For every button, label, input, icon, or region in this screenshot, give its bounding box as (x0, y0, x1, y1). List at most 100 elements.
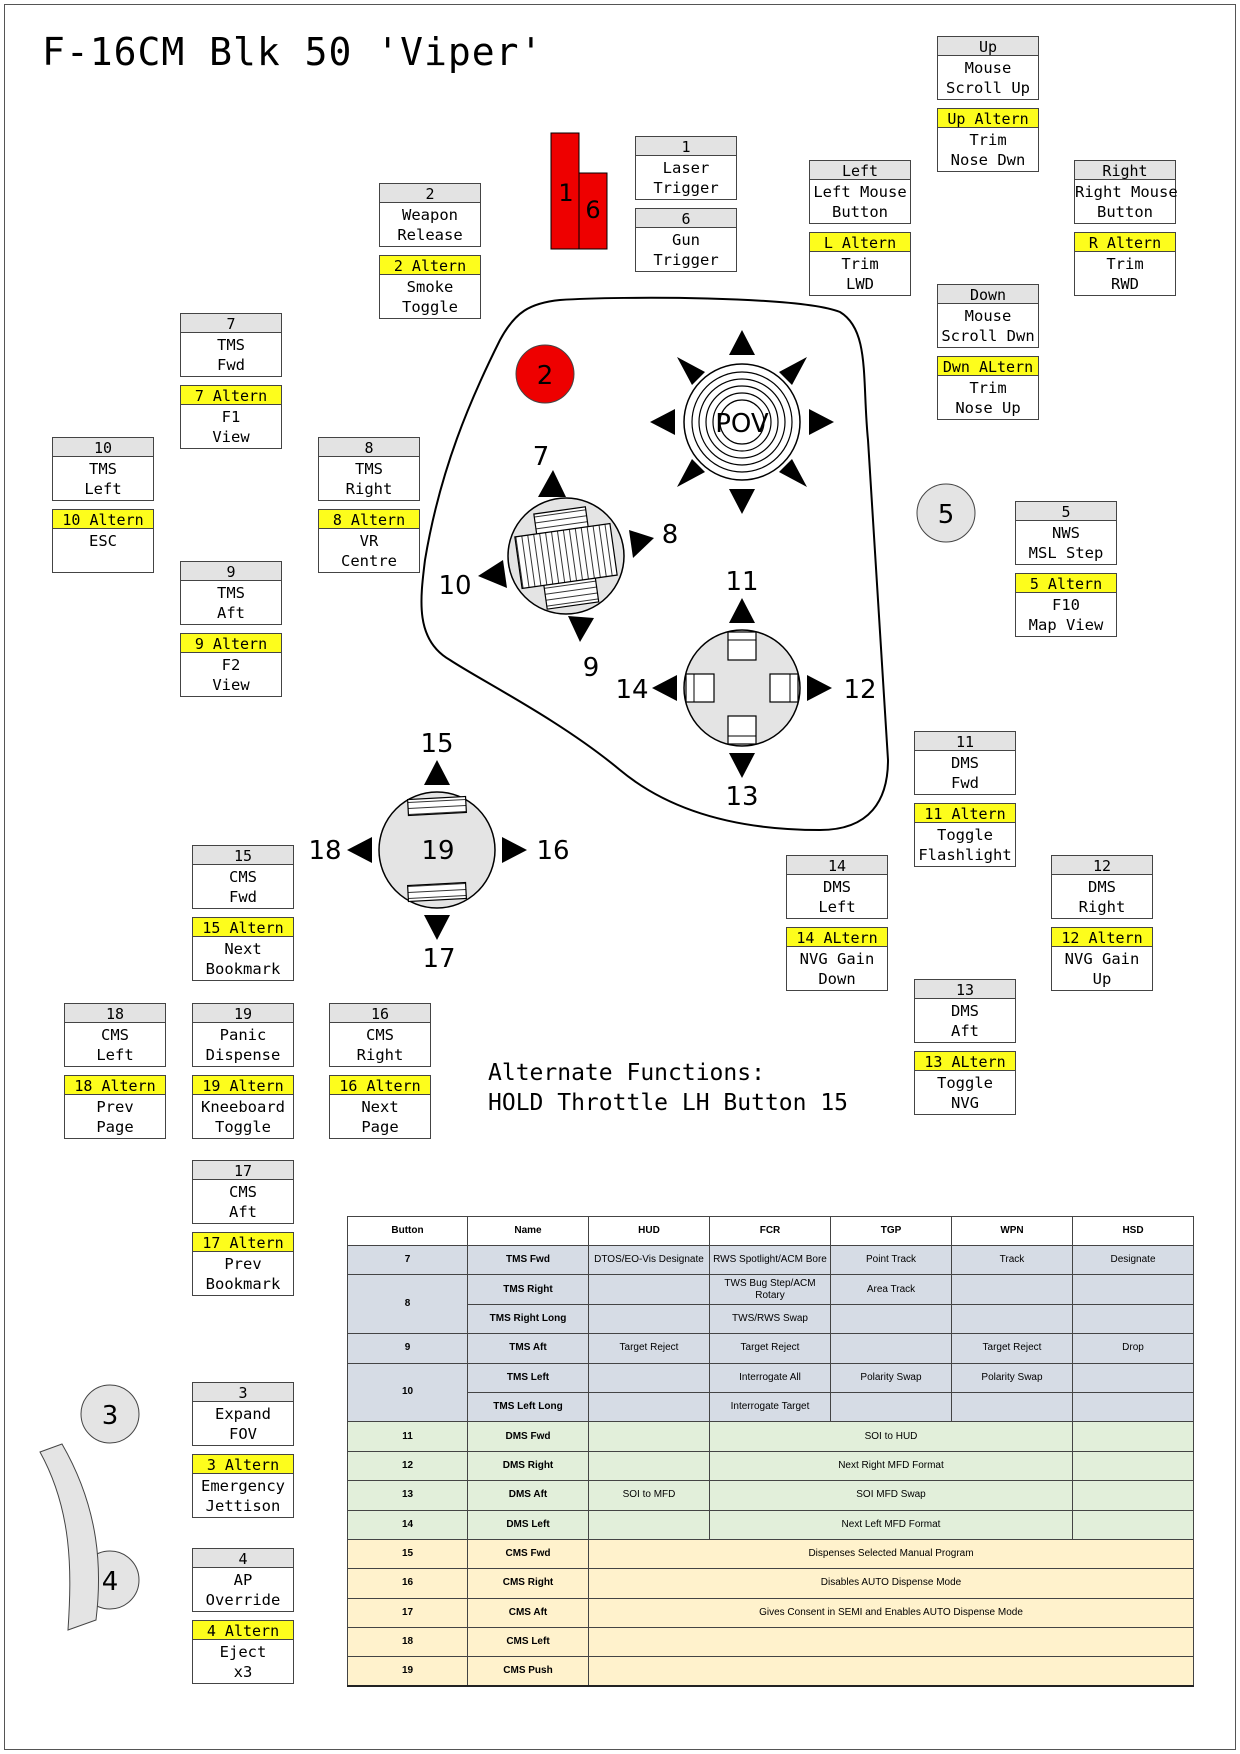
cell-wpn (951, 1274, 1073, 1305)
function-line: Toggle (215, 1118, 271, 1136)
button-3-shape (80, 1384, 140, 1444)
block-altern-header: L Altern (809, 232, 911, 252)
cell-hsd (1072, 1391, 1194, 1423)
function-line: F1 (221, 408, 241, 426)
cell-name: TMS Left (467, 1362, 589, 1393)
cell-function (588, 1656, 1194, 1688)
cell-wpn: Track (951, 1244, 1073, 1276)
function-line: Trigger (653, 179, 719, 197)
function-line: Page (96, 1118, 134, 1136)
block-altern-header: 17 Altern (192, 1232, 294, 1252)
function-line: Centre (341, 552, 397, 570)
cell-wpn: Target Reject (951, 1333, 1073, 1364)
cell-hsd (1072, 1421, 1194, 1452)
cell-function: Dispenses Selected Manual Program (588, 1538, 1194, 1570)
table-row: 9 TMS Aft Target Reject Target Reject Ta… (347, 1333, 1194, 1364)
page-frame (4, 4, 1236, 1750)
cell-button: 10 (347, 1362, 468, 1423)
cell-fcr-tgp-wpn: SOI to HUD (709, 1421, 1073, 1452)
cell-fcr-tgp-wpn: Next Left MFD Format (709, 1509, 1073, 1540)
block-header: Up (937, 36, 1039, 56)
table-row: 10 TMS Left Interrogate All Polarity Swa… (347, 1362, 1194, 1423)
tms-label-9: 9 (583, 653, 600, 683)
function-line: Trim (841, 255, 879, 273)
block-altern-header: 5 Altern (1015, 573, 1117, 593)
cell-button: 14 (347, 1509, 468, 1540)
cell-tgp (830, 1303, 952, 1335)
block-header: Down (937, 284, 1039, 304)
block-header: 10 (52, 437, 154, 457)
cell-name: CMS Aft (467, 1597, 589, 1629)
button-4-label: 4 (102, 1567, 119, 1597)
block-altern-header: 18 Altern (64, 1075, 166, 1095)
function-line: Jettison (205, 1497, 281, 1515)
function-line: Fwd (951, 774, 979, 792)
col-header: HSD (1072, 1216, 1194, 1246)
cell-tgp: Area Track (830, 1274, 952, 1305)
cell-name: CMS Push (467, 1656, 589, 1688)
button-3-label: 3 (102, 1401, 119, 1431)
block-header: 14 (786, 855, 888, 875)
function-line: Fwd (229, 888, 257, 906)
table-row: 11 DMS Fwd SOI to HUD (347, 1421, 1194, 1452)
function-line: Toggle (937, 826, 993, 844)
table-row: TMS Left Long Interrogate Target (348, 1391, 1194, 1423)
function-line: Aft (951, 1022, 979, 1040)
cell-name: DMS Fwd (467, 1421, 589, 1452)
cell-hud: DTOS/EO-Vis Designate (588, 1244, 710, 1276)
cell-hud: Target Reject (588, 1333, 710, 1364)
block-header: 16 (329, 1003, 431, 1023)
table-row: TMS Right Long TWS/RWS Swap (348, 1303, 1194, 1335)
function-line: Trim (1106, 255, 1144, 273)
function-line: Trim (969, 379, 1007, 397)
block-header: 5 (1015, 501, 1117, 521)
cell-fcr: Interrogate All (709, 1362, 831, 1393)
function-line: TMS (355, 460, 383, 478)
block-altern-function: ESC (52, 529, 154, 573)
block-header: Right (1074, 160, 1176, 180)
function-line: NVG Gain (1064, 950, 1140, 968)
function-line: DMS (951, 754, 979, 772)
cms-label-18: 18 (308, 836, 341, 866)
function-line: TMS (217, 584, 245, 602)
cell-hud (588, 1450, 710, 1482)
cell-fcr-tgp-wpn: SOI MFD Swap (709, 1480, 1073, 1511)
cell-fcr: Interrogate Target (709, 1391, 831, 1423)
table-row: 15 CMS Fwd Dispenses Selected Manual Pro… (347, 1538, 1194, 1570)
function-line: Right (356, 1046, 404, 1064)
function-line: DMS (823, 878, 851, 896)
table-row: 18 CMS Left (347, 1627, 1194, 1658)
cell-wpn (951, 1391, 1073, 1423)
function-line: Next (224, 940, 262, 958)
cell-button: 12 (347, 1450, 468, 1482)
